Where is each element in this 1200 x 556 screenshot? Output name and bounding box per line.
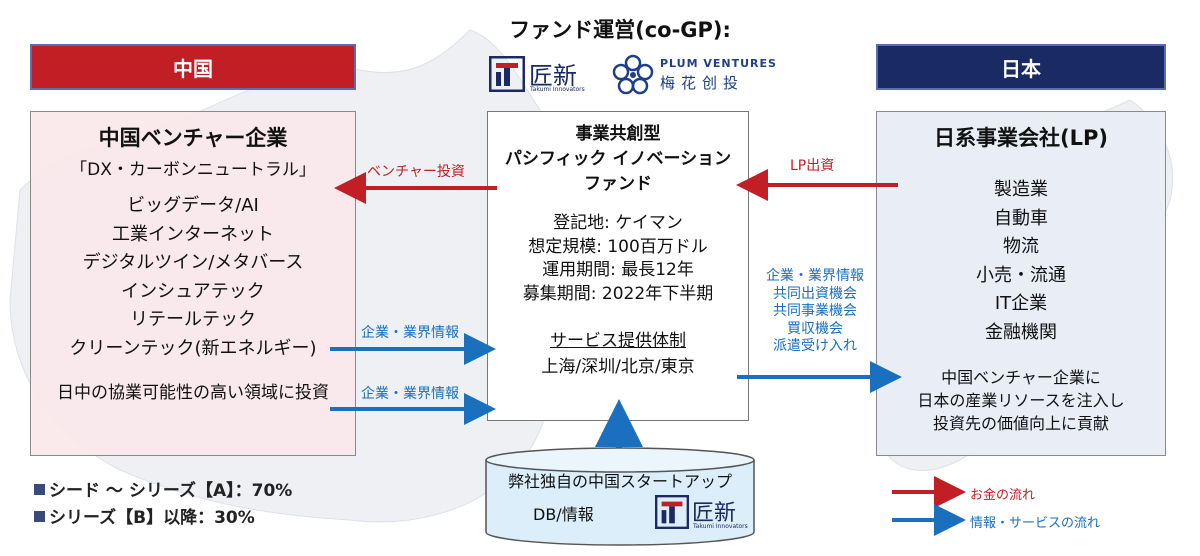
list-item: 工業インターネット	[112, 223, 274, 245]
fund-title: 事業共創型 パシフィック イノベーション ファンド	[488, 122, 748, 197]
japan-industry-list: 製造業 自動車 物流 小売・流通 IT企業 金融機関	[877, 176, 1165, 347]
china-sector-list: ビッグデータ/AI 工業インターネット デジタルツイン/メタバース インシュアテ…	[31, 192, 355, 363]
list-item: 企業・業界情報	[766, 268, 864, 284]
fund-service-locations: 上海/深圳/北京/東京	[541, 357, 695, 377]
allocation-seed: シード ～ シリーズ【A】：70%	[34, 476, 292, 501]
list-item: クリーンテック(新エネルギー)	[69, 337, 317, 359]
list-item: 投資先の価値向上に貢献	[932, 414, 1109, 433]
legend-money-label: お金の流れ	[970, 488, 1036, 503]
list-item: インシュアテック	[121, 280, 265, 302]
info-label-1: 企業・業界情報	[361, 325, 459, 341]
plum-flower-icon	[612, 54, 654, 95]
takumi-logo-text: 匠新	[529, 62, 577, 90]
info-label-2: 企業・業界情報	[361, 386, 459, 402]
china-header: 中国	[30, 44, 356, 90]
list-item: 日本の産業リソースを注入し	[917, 391, 1125, 410]
list-item: 登記地: ケイマン	[553, 213, 683, 233]
japan-panel-title: 日系事業会社(LP)	[934, 126, 1108, 150]
list-item: リテールテック	[130, 309, 256, 330]
allocation-seed-text: シード ～ シリーズ【A】：70%	[49, 481, 293, 501]
database-line1: 弊社独自の中国スタートアップ	[507, 472, 732, 491]
plum-ventures-cn: 梅花创投	[660, 74, 745, 92]
china-invest-focus: 日中の協業可能性の高い領域に投資	[57, 383, 329, 403]
fund-panel: 事業共創型 パシフィック イノベーション ファンド 登記地: ケイマン 想定規模…	[487, 111, 749, 421]
fund-service-heading: サービス提供体制	[550, 331, 686, 351]
database-line2: DB/情報	[533, 505, 594, 524]
plum-ventures-en: PLUM VENTURES	[660, 57, 777, 70]
list-item: 買収機会	[787, 320, 843, 337]
legend-info-label: 情報・サービスの流れ	[970, 516, 1101, 531]
list-item: 製造業	[994, 179, 1048, 200]
list-item: 共同出資機会	[773, 285, 857, 302]
venture-investment-label: ベンチャー投資	[367, 164, 465, 180]
list-item: ビッグデータ/AI	[127, 195, 259, 216]
takumi-mark-icon	[655, 495, 689, 529]
list-item: 共同事業機会	[773, 303, 857, 319]
list-item: 自動車	[994, 207, 1048, 229]
takumi-logo-top: 匠新 Takumi Innovators	[489, 52, 601, 96]
takumi-logo-subtext: Takumi Innovators	[530, 86, 585, 93]
takumi-mark-icon	[489, 56, 525, 92]
fund-title-line: 事業共創型	[575, 124, 661, 144]
china-theme: 「DX・カーボンニュートラル」	[70, 160, 316, 180]
japan-benefits-list: 企業・業界情報 共同出資機会 共同事業機会 買収機会 派遣受け入れ	[756, 268, 874, 356]
takumi-logo-bottom: 匠新 Takumi Innovators	[655, 493, 750, 533]
list-item: 金融機関	[985, 321, 1057, 343]
bullet-square-icon	[34, 511, 45, 522]
list-item: 物流	[1003, 236, 1039, 257]
fund-title-line: パシフィック イノベーション	[504, 149, 732, 169]
china-venture-panel: 中国ベンチャー企業 「DX・カーボンニュートラル」 ビッグデータ/AI 工業イン…	[30, 111, 356, 456]
list-item: 募集期間: 2022年下半期	[522, 283, 714, 304]
bullet-square-icon	[34, 484, 45, 495]
list-item: 運用期間: 最長12年	[542, 260, 694, 280]
japan-lp-panel: 日系事業会社(LP) 製造業 自動車 物流 小売・流通 IT企業 金融機関 中国…	[876, 111, 1166, 456]
takumi-logo-text: 匠新	[692, 501, 737, 526]
japan-contribution: 中国ベンチャー企業に 日本の産業リソースを注入し 投資先の価値向上に貢献	[877, 366, 1165, 435]
china-panel-title: 中国ベンチャー企業	[98, 126, 288, 150]
list-item: 中国ベンチャー企業に	[941, 368, 1101, 387]
allocation-series-b: シリーズ【B】以降：30%	[34, 503, 255, 528]
takumi-logo-subtext: Takumi Innovators	[693, 523, 748, 530]
fund-info-list: 登記地: ケイマン 想定規模: 100百万ドル 運用期間: 最長12年 募集期間…	[488, 212, 748, 306]
allocation-series-b-text: シリーズ【B】以降：30%	[49, 508, 255, 528]
fund-operators-title: ファンド運営(co-GP):	[509, 18, 731, 42]
plum-ventures-logo: PLUM VENTURES 梅花创投	[612, 52, 782, 96]
list-item: 想定規模: 100百万ドル	[528, 236, 708, 257]
list-item: 派遣受け入れ	[773, 338, 857, 354]
lp-investment-label: LP出資	[790, 158, 835, 174]
list-item: 小売・流通	[976, 264, 1066, 286]
fund-title-line: ファンド	[584, 174, 652, 194]
japan-header: 日本	[876, 44, 1166, 90]
list-item: IT企業	[994, 293, 1048, 314]
list-item: デジタルツイン/メタバース	[82, 252, 304, 273]
